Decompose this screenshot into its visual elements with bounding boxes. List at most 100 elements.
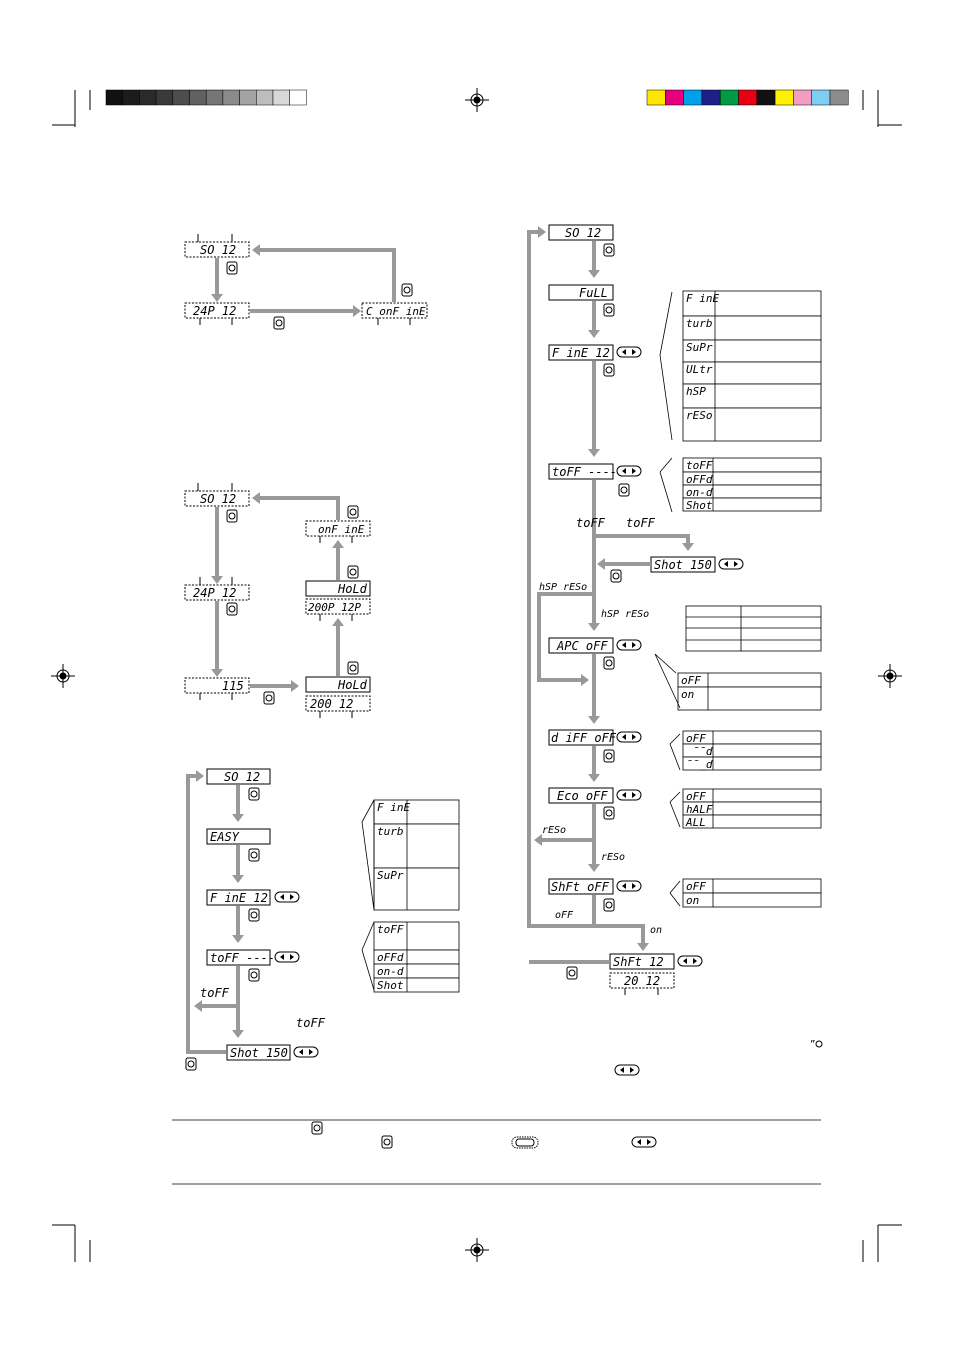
display-text: APC oFF — [556, 639, 608, 653]
arrow-keys-icon — [293, 1046, 319, 1058]
branch-label: rESo — [601, 852, 625, 863]
color-swatch — [701, 89, 721, 106]
branch-label: toFF — [296, 1016, 326, 1030]
table-cell-label: oFF — [686, 790, 706, 803]
color-swatch — [738, 89, 758, 106]
set-key-icon — [248, 908, 260, 922]
table-cell-label: F inE — [377, 801, 410, 814]
display-shft-12: ShFt 12 — [609, 953, 675, 970]
display-text: d iFF oFF — [551, 731, 617, 745]
display-200: 200 12 — [305, 695, 371, 712]
display-easy: EASY — [206, 828, 271, 845]
empty-table — [685, 605, 822, 652]
set-key-icon — [263, 691, 275, 705]
table-row — [373, 799, 460, 825]
arrow-keys-icon — [616, 789, 642, 801]
display-24p: 24P 12 — [184, 584, 250, 601]
arrow-keys-icon — [677, 955, 703, 967]
table-row — [682, 497, 822, 512]
display-text: ShFt oFF — [551, 880, 610, 894]
arrow-keys-icon — [616, 880, 642, 892]
gray-color-bar — [105, 89, 307, 106]
display-text: 115 — [222, 679, 244, 693]
display-text: 200P 12P — [308, 601, 361, 614]
set-key-icon — [347, 661, 359, 675]
display-20: 20 12 — [609, 972, 675, 989]
display-shot: Shot 150 — [226, 1044, 291, 1061]
set-key-icon — [603, 303, 615, 317]
display-text: SO 12 — [200, 492, 236, 506]
set-key-icon — [566, 966, 578, 980]
registration-mark — [51, 88, 902, 1262]
table-cell-label: ¯¯_d — [686, 758, 713, 771]
display-text: 24P 12 — [193, 304, 236, 318]
table-cell-label: toFF — [686, 459, 713, 472]
gray-swatch — [139, 89, 157, 106]
table-row — [373, 977, 460, 993]
set-key-icon — [603, 749, 615, 763]
display-text: F inE 12 — [210, 891, 268, 905]
branch-label: toFF — [200, 986, 230, 1000]
color-swatch — [719, 89, 739, 106]
display-so: SO 12 — [184, 241, 250, 258]
table-row — [682, 756, 822, 771]
dial-icon — [511, 1136, 539, 1149]
display-115: 115 — [184, 677, 250, 694]
table-cell-label: ULtr — [686, 363, 713, 376]
table-cell-label: oFFd — [377, 951, 404, 964]
gray-swatch — [205, 89, 224, 106]
display-eco: Eco oFF — [548, 787, 614, 804]
gray-swatch — [239, 89, 257, 106]
table-cell-label: Shot — [377, 979, 404, 992]
display-toff: toFF ---- — [548, 463, 617, 480]
branch-label: rESo — [542, 825, 566, 836]
diagram2: SO 12 24P 12 115 onF inE HoLd 200P 12P H… — [184, 483, 371, 718]
branch-label: toFF — [576, 516, 606, 530]
display-200p: 200P 12P — [305, 598, 371, 615]
table-row — [682, 407, 822, 442]
gray-swatch — [272, 89, 290, 106]
arrow-keys-icon — [718, 558, 744, 570]
diagram1: SO 12 24P 12 C onF inE — [184, 234, 428, 330]
display-shot: Shot 150 — [650, 556, 716, 573]
table-cell-label: rESo — [686, 409, 713, 422]
branch-label: toFF — [626, 516, 656, 530]
table-cell-label: on — [686, 894, 699, 907]
display-confine: onF inE — [305, 520, 371, 537]
diagram4: SO 12 FuLL F inE 12 toFF ---- Shot 150 A… — [527, 224, 822, 995]
small-key-icon: ” — [810, 1040, 823, 1050]
table-cell-label: SuPr — [686, 341, 713, 354]
arrow-keys-icon — [614, 1064, 640, 1076]
table-row — [677, 686, 822, 711]
display-text: ShFt 12 — [613, 955, 664, 969]
set-key-icon — [248, 787, 260, 801]
gray-swatch — [172, 89, 190, 106]
set-key-icon — [401, 283, 413, 297]
diagram3: SO 12 EASY F inE 12 toFF ---- Shot 150 — [185, 768, 460, 1071]
display-shft: ShFt oFF — [548, 878, 614, 895]
footnote-icons: ” — [172, 1040, 823, 1185]
table-cell-label: _¯¯d — [686, 745, 713, 758]
display-hold-2: HoLd — [305, 676, 371, 693]
arrow-keys-icon — [274, 891, 300, 903]
display-so: SO 12 — [184, 490, 250, 507]
arrow-keys-icon — [616, 731, 642, 743]
gray-swatch — [105, 89, 123, 106]
table-row — [682, 892, 822, 908]
arrow-keys-icon — [274, 951, 300, 963]
set-key-icon — [347, 565, 359, 579]
display-toff: toFF ---- — [206, 949, 275, 966]
set-key-icon — [347, 505, 359, 519]
table-cell-label: SuPr — [377, 869, 404, 882]
diff-table: oFF_¯¯d¯¯_d — [682, 730, 822, 771]
display-text: HoLd — [337, 678, 368, 692]
display-confine: C onF inE — [361, 302, 428, 319]
branch-label: oFF — [555, 910, 574, 921]
display-text: SO 12 — [224, 770, 260, 784]
display-so: SO 12 — [206, 768, 271, 785]
set-key-icon — [311, 1121, 323, 1135]
